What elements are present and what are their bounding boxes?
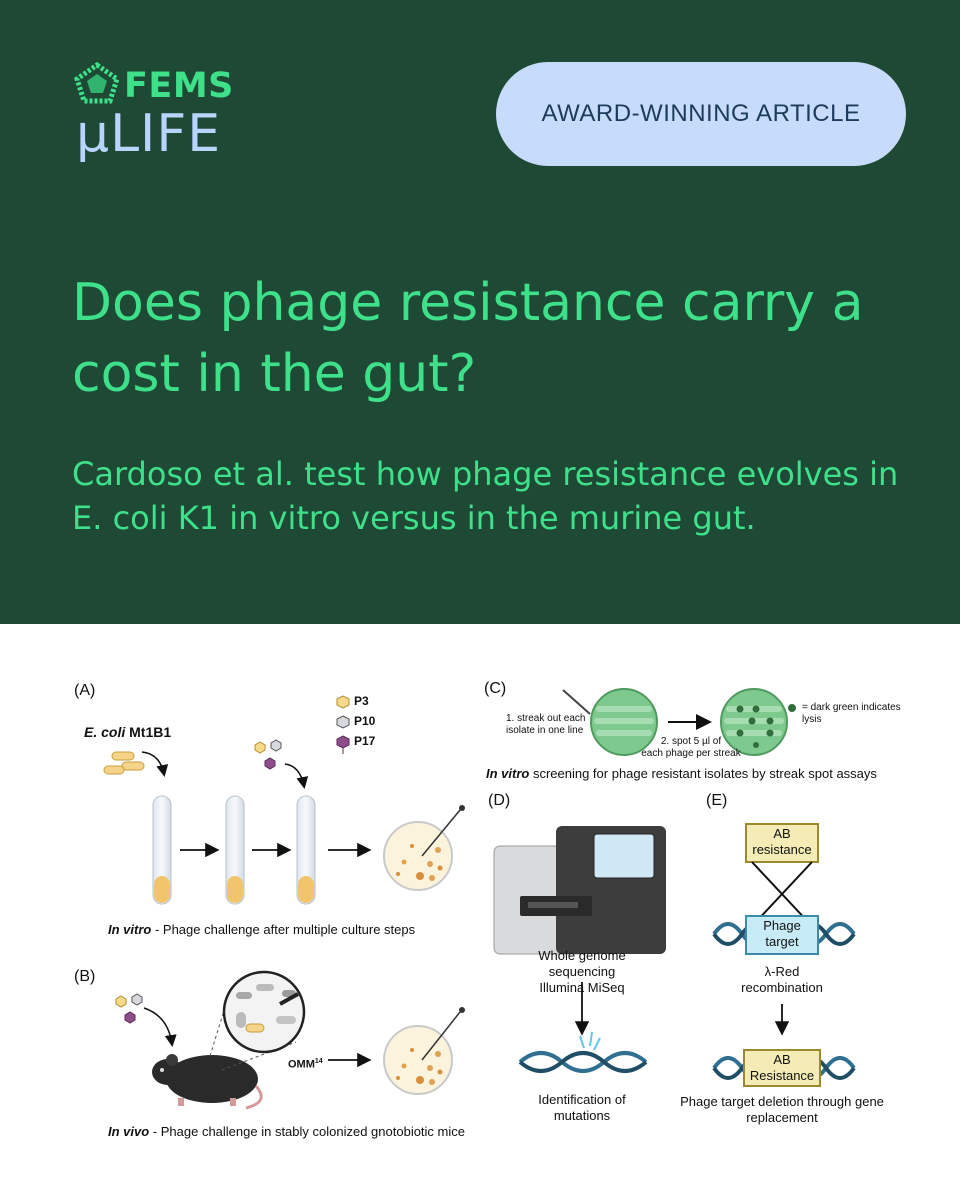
headline: Does phage resistance carry a cost in th…: [72, 273, 864, 404]
panel-e-label: (E): [706, 792, 728, 809]
panel-d-label: (D): [488, 792, 511, 809]
spot-assay-plate-icon: [720, 688, 788, 756]
phage-p17-label: P17: [354, 734, 376, 748]
dna-mutation-icon: [518, 1031, 648, 1073]
logo-fems-text: FEMS: [124, 66, 234, 106]
phage-cocktail-icon-b: [115, 993, 143, 1024]
phage-p3-label: P3: [354, 694, 369, 708]
figure-graphics: [103, 688, 856, 1110]
inoculation-loop-icon: [562, 689, 591, 715]
panel-c-caption: In vitro screening for phage resistant i…: [486, 766, 877, 781]
logo-mulife-text: µLIFE: [76, 104, 222, 164]
panel-a-label: (A): [74, 682, 96, 699]
petri-dish-icon: [383, 805, 465, 891]
panel-b-caption: In vivo - Phage challenge in stably colo…: [108, 1124, 465, 1139]
figure-graphical-abstract: (A) E. coli Mt1B1 P3 P10 P17 In vitro - …: [0, 624, 960, 1200]
award-badge: AWARD-WINNING ARTICLE: [496, 62, 906, 166]
streak-plate-icon: [590, 688, 658, 756]
bacteria-icon: [103, 751, 145, 775]
gut-microbiota-zoom-icon: [209, 970, 306, 1071]
panel-b-label: (B): [74, 968, 96, 985]
phage-icons-legend: [336, 695, 350, 754]
mouse-icon: [152, 1054, 263, 1110]
omm14-label: OMM14: [288, 1058, 323, 1071]
recombination-diagram: [712, 823, 856, 955]
subheadline: Cardoso et al. test how phage resistance…: [72, 455, 899, 537]
sequencer-icon: [493, 826, 666, 955]
dna-replacement-icon: [712, 1049, 856, 1087]
phage-p10-label: P10: [354, 714, 376, 728]
panel-c-label: (C): [484, 680, 507, 697]
strain-label: E. coli Mt1B1: [84, 724, 172, 740]
header-panel: FEMS µLIFE AWARD-WINNING ARTICLE Does ph…: [0, 0, 960, 624]
pentagon-logo-icon: [74, 62, 120, 104]
panel-a-caption: In vitro - Phage challenge after multipl…: [108, 922, 416, 937]
culture-tubes: [152, 795, 316, 905]
phage-cocktail-icon: [254, 739, 282, 770]
petri-dish-icon-b: [383, 1007, 465, 1095]
lysis-legend-dot: [788, 704, 796, 712]
